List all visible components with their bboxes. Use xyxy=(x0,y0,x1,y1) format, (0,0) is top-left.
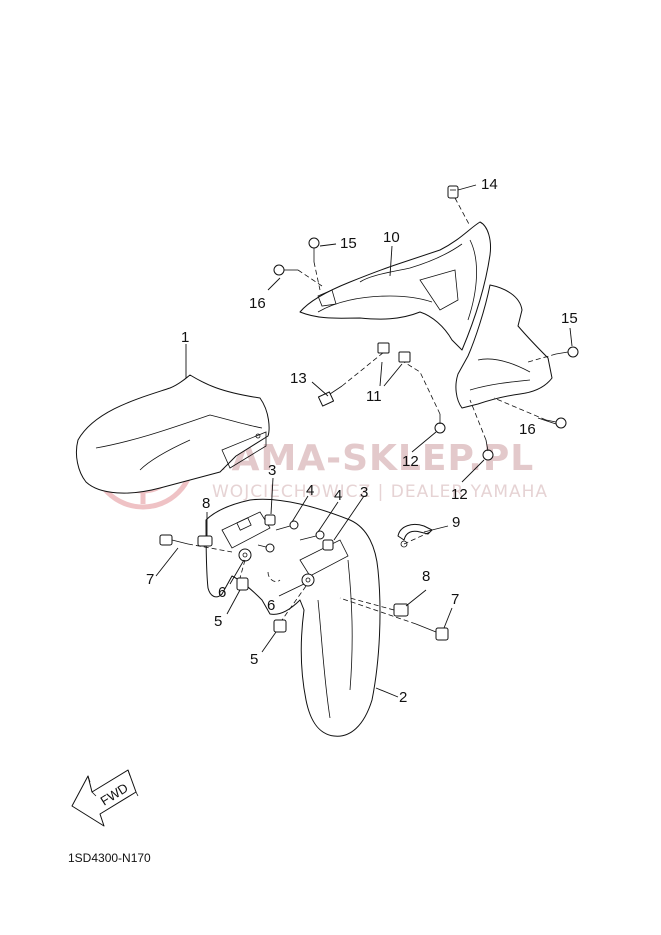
callout-13: 13 xyxy=(290,370,307,387)
part-7-bolt-right xyxy=(415,623,449,641)
callout-15-right: 15 xyxy=(561,310,578,327)
callout-8-left: 8 xyxy=(202,495,210,512)
watermark-main-text: YAMA-SKLEP.PL xyxy=(207,438,534,479)
side-cover-panel xyxy=(455,284,553,409)
callout-12-right: 12 xyxy=(451,486,468,503)
part-4-screw-left xyxy=(275,520,299,531)
callout-10: 10 xyxy=(383,229,400,246)
part-16-screw-upper xyxy=(273,264,298,276)
watermark-sub-text: WOJCIECHOWICZ | DEALER YAMAHA xyxy=(212,482,548,502)
part-6-washer-left xyxy=(238,548,252,562)
callout-4-right: 4 xyxy=(334,487,342,504)
fender-bolt xyxy=(257,543,275,553)
callout-15-upper: 15 xyxy=(340,235,357,252)
assembly-lines xyxy=(187,197,557,625)
leader-lines xyxy=(155,184,573,698)
part-12-screws xyxy=(434,414,494,461)
callout-6-right: 6 xyxy=(267,597,275,614)
part-5-clip-upper xyxy=(236,577,249,591)
fasteners xyxy=(159,185,579,641)
part-3-nut-right xyxy=(322,539,334,551)
callout-3-right: 3 xyxy=(360,484,368,501)
part-15-screw-upper xyxy=(308,237,320,262)
callout-7-right: 7 xyxy=(451,591,459,608)
callout-9: 9 xyxy=(452,514,460,531)
part-14-clip xyxy=(447,185,459,199)
part-11-clips xyxy=(377,342,411,363)
part-6-washer-right xyxy=(301,573,315,587)
callout-12-left: 12 xyxy=(402,453,419,470)
callout-16-upper: 16 xyxy=(249,295,266,312)
part-16-screw-right xyxy=(545,417,567,429)
part-7-bolt-left xyxy=(159,534,189,546)
callouts: 1 2 3 3 4 4 5 5 6 6 7 7 8 8 9 10 11 12 1… xyxy=(146,176,578,706)
part-2-front-fender xyxy=(205,498,381,737)
part-13-bolt xyxy=(317,385,343,407)
part-9-clamp xyxy=(397,523,433,548)
callout-1: 1 xyxy=(181,329,189,346)
part-1-fender-cover xyxy=(75,374,270,494)
callout-4-left: 4 xyxy=(306,482,314,499)
part-8-collar-left xyxy=(197,535,213,547)
fwd-arrow: FWD xyxy=(71,769,139,827)
part-4-screw-right xyxy=(299,530,325,541)
callout-7-left: 7 xyxy=(146,571,154,588)
part-3-nut-left xyxy=(264,514,276,526)
part-10-bracket xyxy=(299,221,491,351)
callout-16-right: 16 xyxy=(519,421,536,438)
callout-8-right: 8 xyxy=(422,568,430,585)
callout-2: 2 xyxy=(399,689,407,706)
part-15-screw-right xyxy=(555,346,579,358)
callout-6-left: 6 xyxy=(218,584,226,601)
callout-11: 11 xyxy=(366,388,382,405)
callout-3-left: 3 xyxy=(268,462,276,479)
callout-14: 14 xyxy=(481,176,498,193)
part-5-clip-lower xyxy=(273,619,287,633)
callout-5-lower: 5 xyxy=(250,651,258,668)
callout-5-upper: 5 xyxy=(214,613,222,630)
drawing-code: 1SD4300-N170 xyxy=(68,851,151,865)
